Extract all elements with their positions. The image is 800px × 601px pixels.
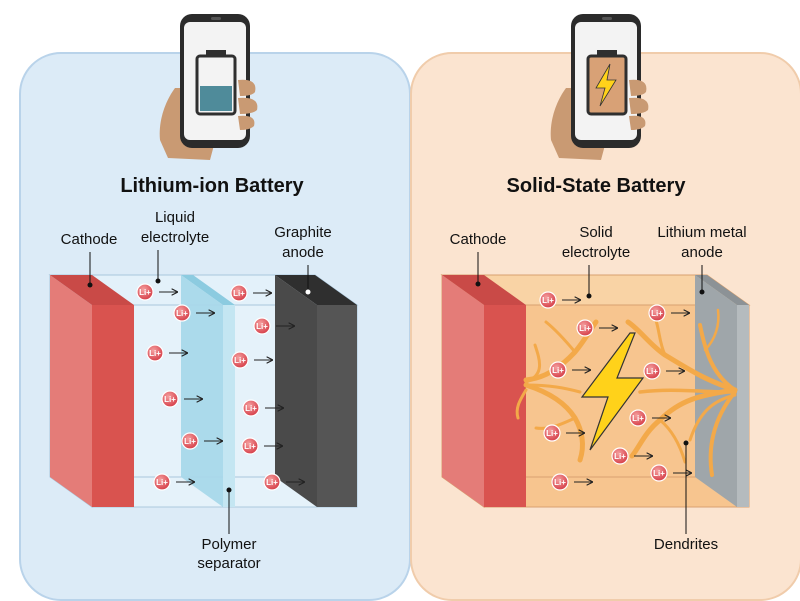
dendrites-label: Dendrites	[654, 536, 718, 553]
ion: Li+	[650, 464, 691, 482]
svg-text:Li+: Li+	[651, 309, 663, 318]
svg-text:Li+: Li+	[149, 349, 161, 358]
liquid-electrolyte-label-1: Liquid	[155, 209, 195, 226]
graphite-anode-label-1: Graphite	[274, 224, 332, 241]
ion: Li+	[146, 344, 187, 362]
cathode-right	[442, 275, 526, 507]
ion: Li+	[181, 432, 222, 450]
lithium-ion-battery: Li+ Li+ Li+ Li+ Li+ Li+ Li+ Li+ Li+ Li+ …	[48, 274, 359, 508]
ion: Li+	[643, 362, 684, 380]
svg-text:Li+: Li+	[256, 322, 268, 331]
svg-text:Li+: Li+	[176, 309, 188, 318]
solid-electrolyte-label-1: Solid	[579, 224, 612, 241]
cathode-left	[50, 275, 134, 507]
svg-text:Li+: Li+	[245, 404, 257, 413]
svg-text:Li+: Li+	[579, 324, 591, 333]
right-title: Solid-State Battery	[507, 175, 687, 197]
graphite-anode-label-2: anode	[282, 244, 324, 261]
solid-state-battery: Li+ Li+ Li+ Li+ Li+ Li+ Li+ Li+ Li+ Li+	[440, 274, 751, 508]
svg-text:Li+: Li+	[614, 452, 626, 461]
svg-text:Li+: Li+	[542, 296, 554, 305]
lithium-metal-anode-label-2: anode	[681, 244, 723, 261]
graphite-anode	[275, 275, 357, 507]
solid-electrolyte-label-2: electrolyte	[562, 244, 630, 261]
polymer-separator-label-2: separator	[197, 555, 260, 572]
svg-text:Li+: Li+	[632, 414, 644, 423]
ion: Li+	[153, 473, 194, 491]
svg-text:Li+: Li+	[244, 442, 256, 451]
ion: Li+	[241, 437, 282, 455]
polymer-separator-label-1: Polymer	[201, 536, 256, 553]
svg-text:Li+: Li+	[164, 395, 176, 404]
ion: Li+	[242, 399, 283, 417]
lightning-bolt-icon	[580, 332, 645, 451]
ion: Li+	[136, 283, 177, 301]
ion: Li+	[539, 291, 580, 309]
ion: Li+	[173, 304, 214, 322]
svg-text:Li+: Li+	[653, 469, 665, 478]
svg-text:Li+: Li+	[646, 367, 658, 376]
battery-low-icon	[195, 50, 237, 116]
svg-text:Li+: Li+	[184, 437, 196, 446]
battery-charging-icon	[586, 50, 628, 116]
ion: Li+	[230, 284, 271, 302]
left-labels: Cathode Liquid electrolyte Graphite anod…	[61, 209, 332, 572]
ion: Li+	[231, 351, 272, 369]
ion: Li+	[263, 473, 304, 491]
right-labels: Cathode Solid electrolyte Lithium metal …	[450, 224, 747, 553]
svg-text:Li+: Li+	[552, 366, 564, 375]
cathode-label-right: Cathode	[450, 231, 507, 248]
svg-text:Li+: Li+	[546, 429, 558, 438]
svg-text:Li+: Li+	[266, 478, 278, 487]
ion: Li+	[161, 390, 202, 408]
ion-flow-right: Li+ Li+ Li+ Li+ Li+ Li+ Li+ Li+ Li+ Li+	[539, 291, 691, 491]
cathode-label: Cathode	[61, 231, 118, 248]
ion-flow-left: Li+ Li+ Li+ Li+ Li+ Li+ Li+ Li+ Li+ Li+ …	[136, 283, 304, 491]
svg-text:Li+: Li+	[233, 289, 245, 298]
ion: Li+	[648, 304, 689, 322]
phone-low-battery-illustration	[159, 14, 258, 160]
ion: Li+	[576, 319, 617, 337]
ion: Li+	[551, 473, 592, 491]
phone-charging-illustration	[550, 14, 649, 160]
ion: Li+	[629, 409, 670, 427]
liquid-electrolyte-label-2: electrolyte	[141, 229, 209, 246]
svg-text:Li+: Li+	[156, 478, 168, 487]
ion: Li+	[543, 424, 584, 442]
svg-text:Li+: Li+	[139, 288, 151, 297]
lithium-metal-anode-label-1: Lithium metal	[657, 224, 746, 241]
svg-text:Li+: Li+	[234, 356, 246, 365]
ion: Li+	[611, 447, 652, 465]
svg-text:Li+: Li+	[554, 478, 566, 487]
left-title: Lithium-ion Battery	[120, 175, 304, 197]
ion: Li+	[253, 317, 294, 335]
ion: Li+	[549, 361, 590, 379]
